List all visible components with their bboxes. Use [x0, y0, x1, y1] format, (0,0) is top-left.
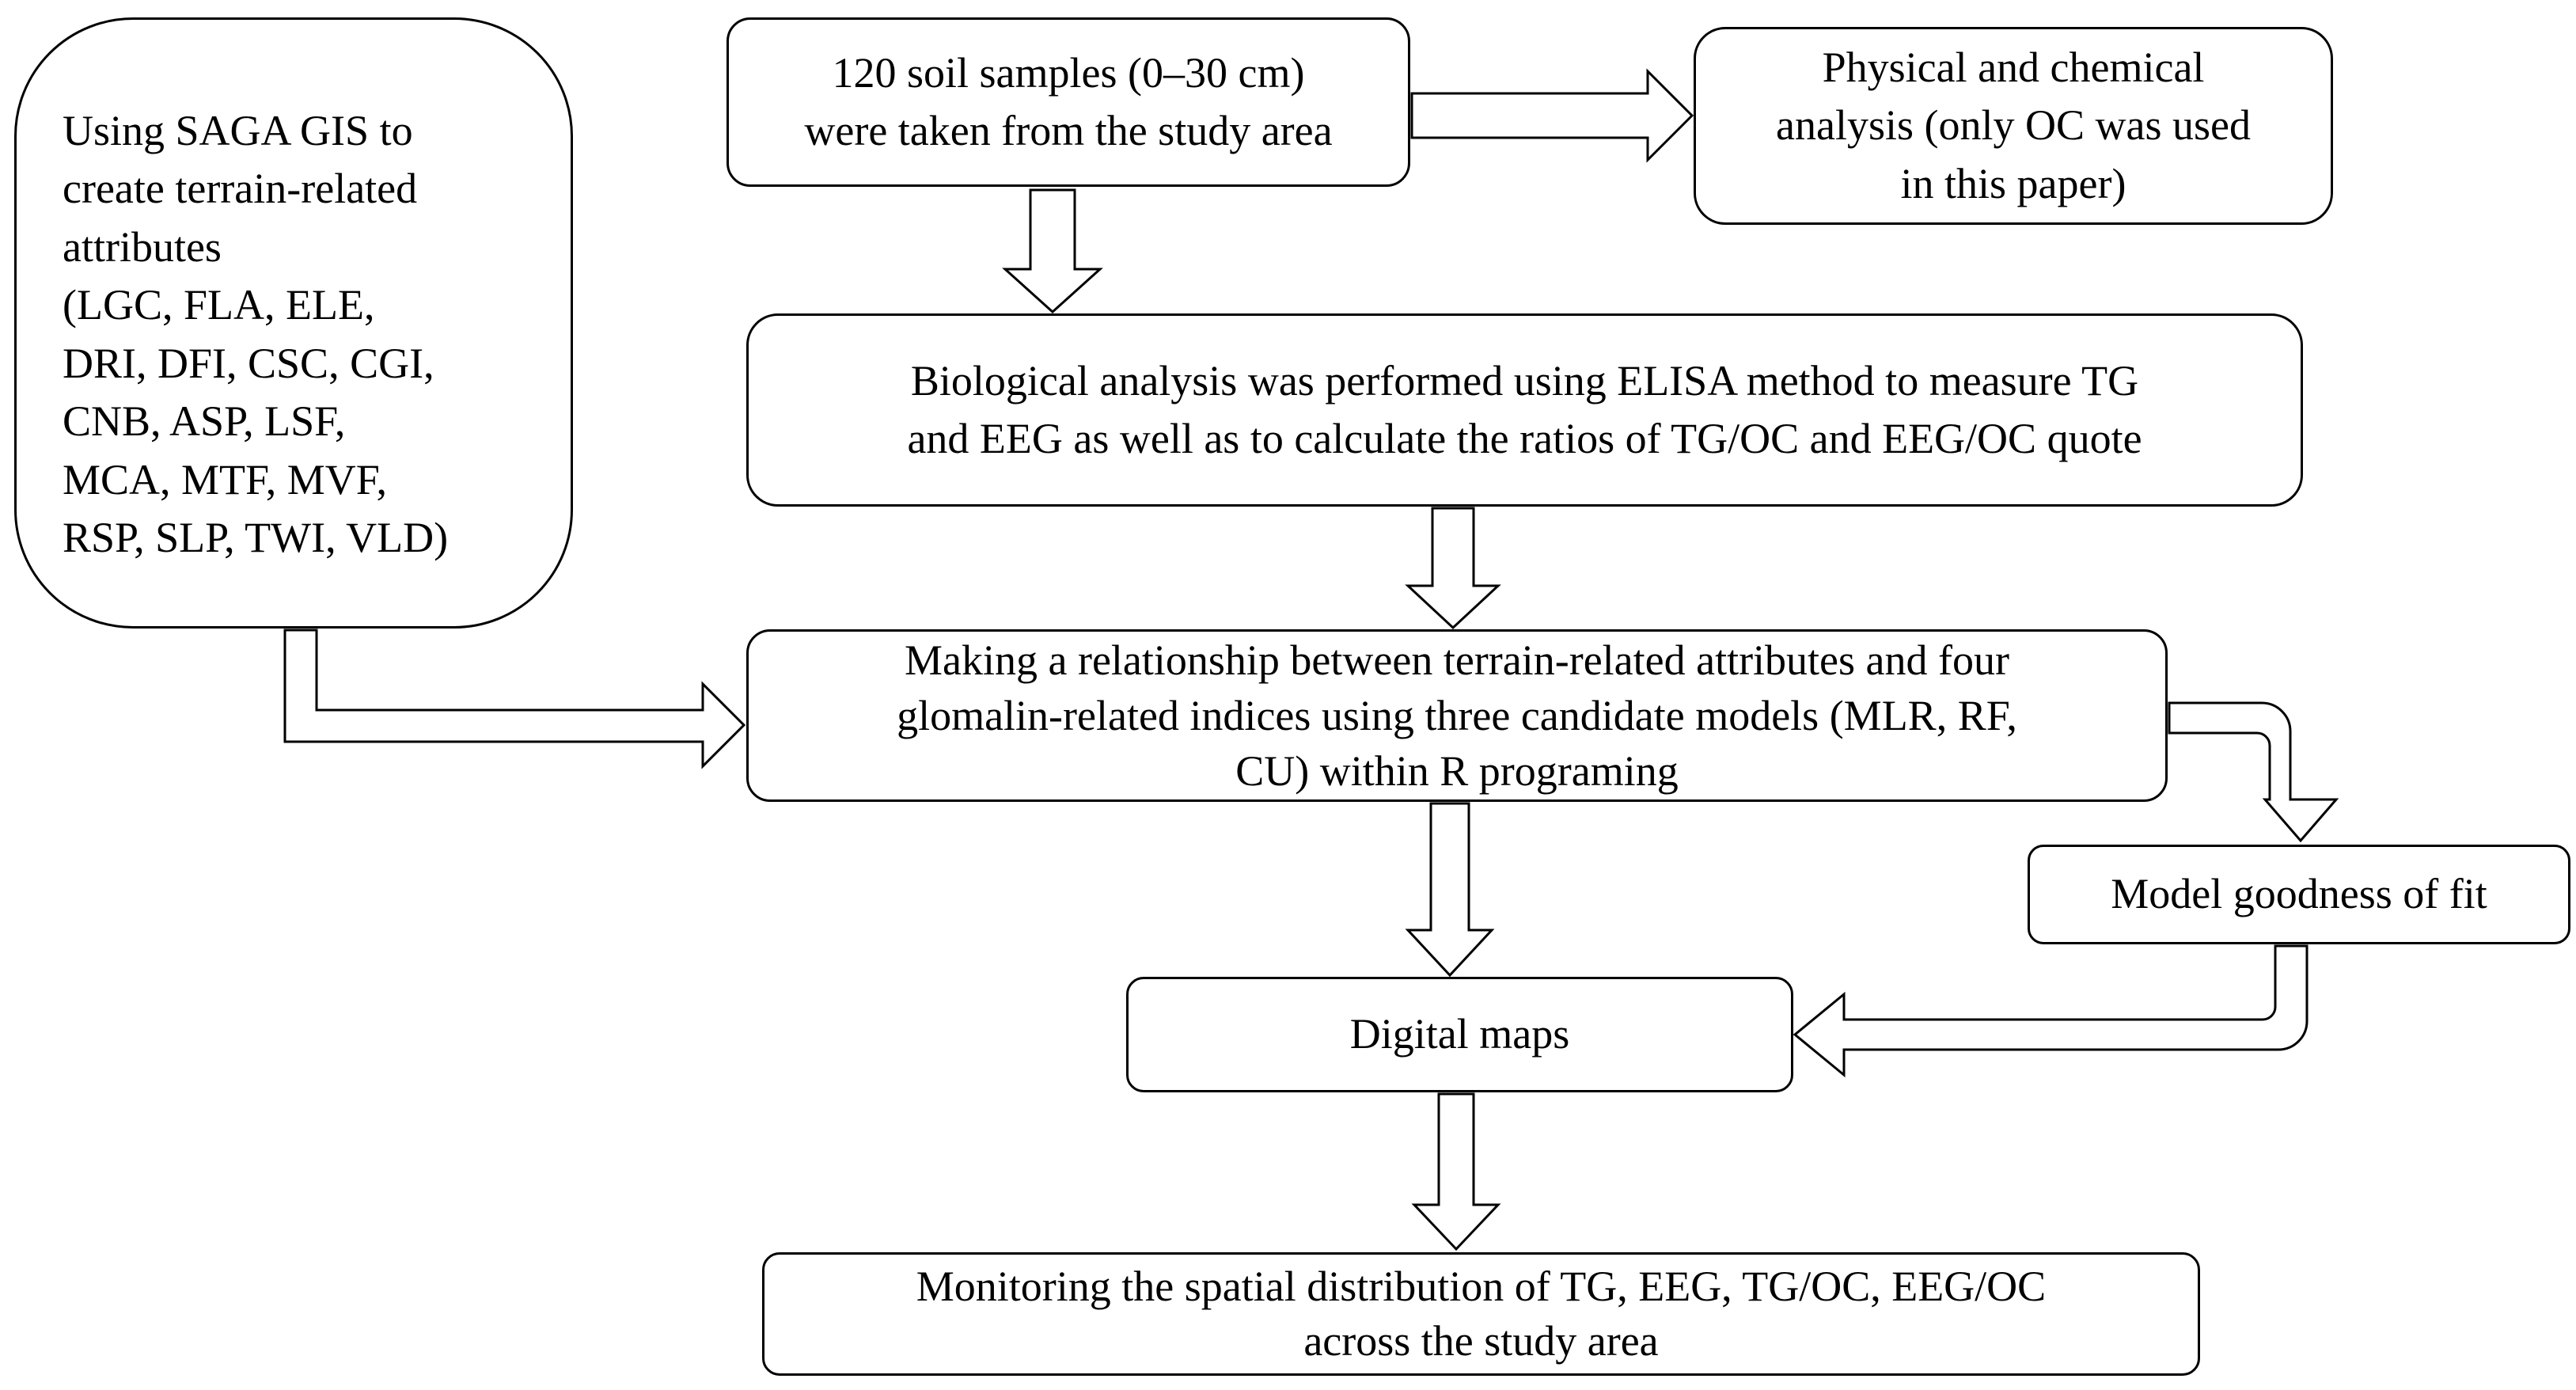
- biological-analysis-box: Biological analysis was performed using …: [746, 313, 2303, 507]
- soil-samples-box: 120 soil samples (0–30 cm) were taken fr…: [727, 17, 1410, 187]
- arrow-goodness-to-maps: [1793, 944, 2309, 1078]
- arrow-samples-to-physchem: [1410, 68, 1694, 163]
- arrow-maps-to-monitoring: [1411, 1092, 1501, 1251]
- terrain-attributes-box: Using SAGA GIS to create terrain-related…: [14, 17, 573, 629]
- arrow-biological-to-relationship: [1405, 507, 1501, 630]
- monitoring-box: Monitoring the spatial distribution of T…: [762, 1252, 2200, 1376]
- arrow-relationship-to-goodness: [2168, 701, 2339, 843]
- digital-maps-box: Digital maps: [1126, 977, 1793, 1092]
- arrow-relationship-to-maps: [1405, 802, 1495, 978]
- model-goodness-box: Model goodness of fit: [2028, 845, 2570, 944]
- physical-chemical-analysis-box: Physical and chemical analysis (only OC …: [1694, 27, 2333, 225]
- arrow-samples-to-biological: [1002, 188, 1103, 314]
- arrow-terrain-to-relationship: [283, 629, 746, 769]
- model-relationship-box: Making a relationship between terrain-re…: [746, 629, 2168, 802]
